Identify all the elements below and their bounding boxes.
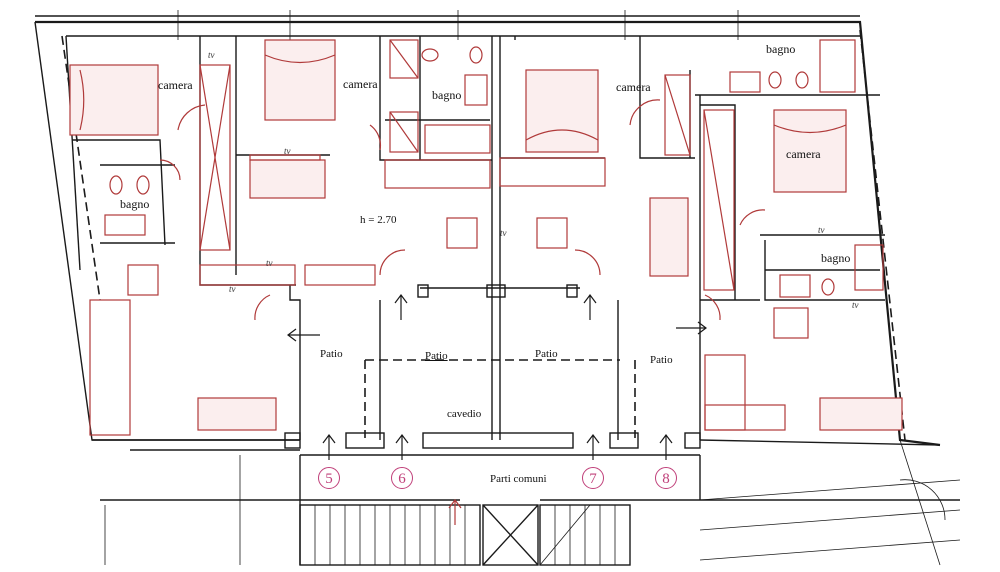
unit-marker-7: 7	[582, 467, 604, 489]
tv-mark: tv	[500, 228, 507, 238]
patio-label-center-right: Patio	[535, 348, 558, 360]
table-3	[536, 217, 568, 249]
ceiling-height-label: h = 2.70	[360, 214, 397, 226]
patio-label-center-left: Patio	[425, 350, 448, 362]
unit-marker-5: 5	[318, 467, 340, 489]
tv-mark: tv	[852, 300, 859, 310]
tv-mark: tv	[266, 258, 273, 268]
room-label-bagno-2: bagno	[432, 88, 462, 102]
furniture	[69, 39, 903, 436]
room-label-bagno-3: bagno	[766, 42, 796, 56]
bed-camera-3	[525, 69, 599, 153]
common-area-label: Parti comuni	[490, 473, 547, 485]
unit-marker-6: 6	[391, 467, 413, 489]
sofa-2	[197, 397, 277, 431]
table-1	[127, 264, 159, 296]
room-label-camera-2: camera	[343, 77, 378, 91]
courtyard-label: cavedio	[447, 408, 482, 420]
unit-marker-8: 8	[655, 467, 677, 489]
counter-2	[499, 157, 606, 187]
patio-label-left: Patio	[320, 348, 343, 360]
sofa-1	[249, 159, 326, 199]
tv-mark: tv	[284, 146, 291, 156]
wardrobe-1	[199, 64, 231, 251]
room-label-camera-1: camera	[158, 78, 193, 92]
tv-mark: tv	[229, 284, 236, 294]
room-label-bagno-4: bagno	[821, 251, 851, 265]
room-label-bagno-1: bagno	[120, 197, 150, 211]
building-walls	[34, 10, 961, 566]
bed-camera-4	[773, 109, 847, 193]
table-4	[773, 307, 809, 339]
patio-label-right: Patio	[650, 354, 673, 366]
counter-3	[89, 299, 131, 436]
sofa-3	[649, 197, 689, 277]
counter-1	[384, 159, 491, 189]
wardrobe-3	[703, 109, 735, 291]
bed-camera-1	[69, 64, 159, 136]
counter-4	[704, 354, 746, 431]
room-label-camera-4: camera	[786, 147, 821, 161]
room-label-camera-3: camera	[616, 80, 651, 94]
table-2	[446, 217, 478, 249]
sofa-4	[819, 397, 903, 431]
door-swings	[159, 99, 766, 321]
tv-mark: tv	[208, 50, 215, 60]
tv-mark: tv	[818, 225, 825, 235]
wardrobe-2	[664, 74, 691, 156]
bed-camera-2	[264, 39, 336, 121]
